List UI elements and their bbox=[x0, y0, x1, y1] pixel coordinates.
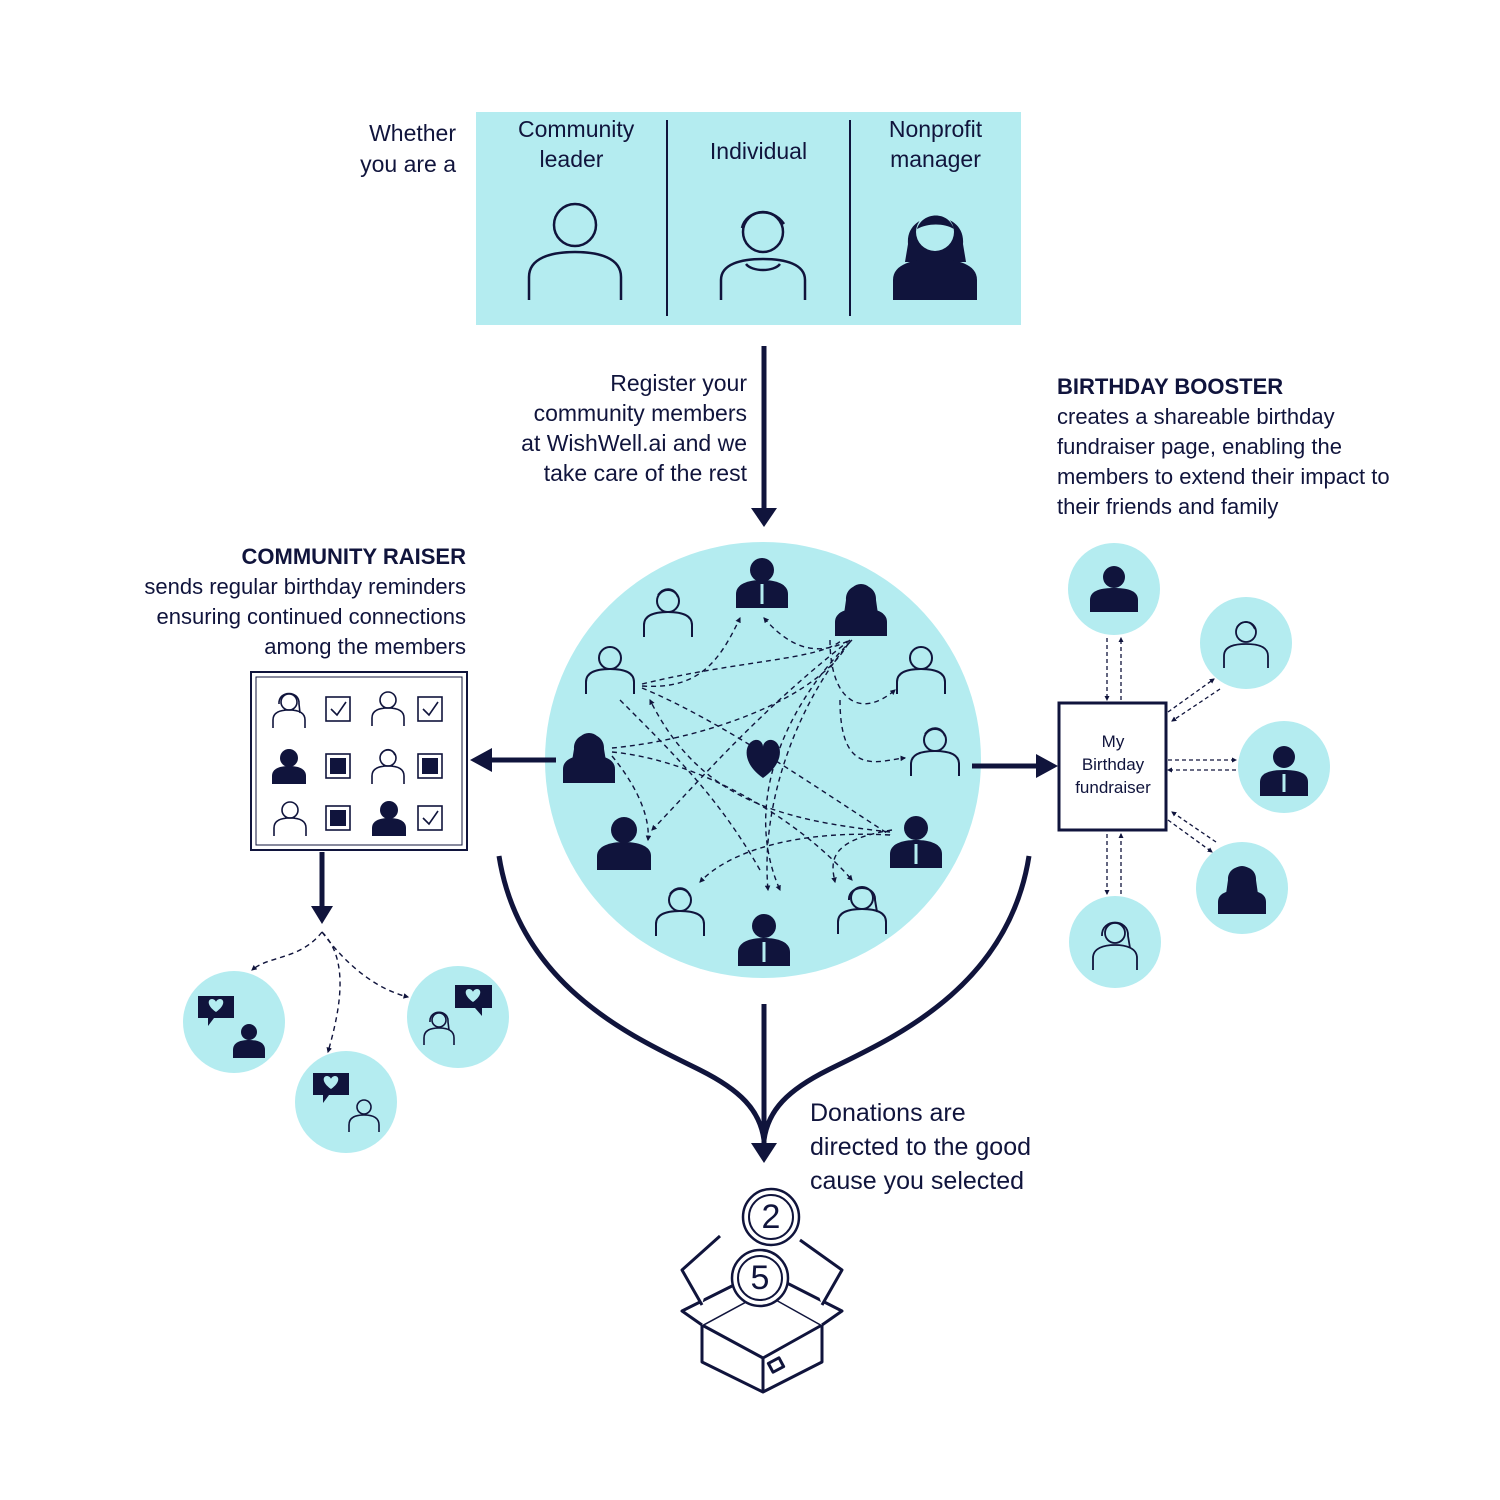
checklist-icons bbox=[272, 691, 443, 836]
birthday-booster-arrow-head bbox=[1036, 754, 1058, 778]
intro-text: Whether you are a bbox=[300, 118, 456, 180]
donation-arrow-head bbox=[751, 1143, 777, 1163]
birthday-booster-text: BIRTHDAY BOOSTER creates a shareable bir… bbox=[1057, 372, 1477, 522]
fundraiser-page-label: My Birthday fundraiser bbox=[1059, 730, 1167, 799]
register-line: Register your bbox=[610, 370, 747, 396]
member-icons-outline bbox=[585, 588, 960, 936]
community-raiser-line: sends regular birthday reminders bbox=[144, 574, 466, 599]
community-raiser-line: ensuring continued connections bbox=[156, 604, 466, 629]
funnel-left-curve bbox=[496, 855, 767, 1141]
birthday-booster-line: their friends and family bbox=[1057, 494, 1279, 519]
donations-text: Donations are directed to the good cause… bbox=[810, 1096, 1110, 1198]
birthday-booster-line: fundraiser page, enabling the bbox=[1057, 434, 1342, 459]
birthday-booster-line: members to extend their impact to bbox=[1057, 464, 1390, 489]
register-arrow-head bbox=[751, 508, 777, 527]
coin-2-inner bbox=[748, 1194, 794, 1240]
role-panel: Community leader Individual Nonprofit ma… bbox=[476, 112, 1021, 325]
community-raiser-arrow-head bbox=[470, 748, 492, 772]
booster-circle-2 bbox=[1200, 597, 1292, 689]
role-icons bbox=[527, 202, 977, 300]
person-hair-outline-icon bbox=[719, 210, 807, 300]
coin-5-inner bbox=[737, 1255, 783, 1301]
fundraiser-label-line: Birthday bbox=[1081, 755, 1145, 774]
coin-2-outer bbox=[741, 1187, 801, 1247]
community-raiser-title: COMMUNITY RAISER bbox=[241, 544, 467, 569]
role-divider bbox=[849, 120, 851, 316]
fundraiser-label-line: fundraiser bbox=[1075, 778, 1151, 797]
community-raiser-text: COMMUNITY RAISER sends regular birthday … bbox=[60, 542, 466, 662]
checklist-down-arrow-head bbox=[311, 906, 333, 924]
role-divider bbox=[666, 120, 668, 316]
checklist-box-inner bbox=[255, 676, 463, 846]
donations-line: directed to the good bbox=[810, 1133, 1031, 1161]
member-icons-filled bbox=[563, 558, 942, 966]
donations-line: Donations are bbox=[810, 1099, 966, 1127]
reminder-icons bbox=[198, 985, 492, 1132]
role-label-community-leader: Community leader bbox=[518, 116, 635, 172]
role-label-individual: Individual bbox=[709, 138, 808, 164]
funnel-right-curve bbox=[761, 855, 1032, 1141]
intro-line-1: Whether bbox=[369, 120, 456, 146]
donations-line: cause you selected bbox=[810, 1167, 1025, 1195]
coin-5-outer bbox=[730, 1248, 790, 1308]
person-outline-icon bbox=[527, 202, 623, 300]
reminder-circle-3 bbox=[407, 966, 509, 1068]
reminder-circle-2 bbox=[295, 1051, 397, 1153]
register-line: at WishWell.ai and we bbox=[521, 430, 747, 456]
fundraiser-label-line: My bbox=[1101, 732, 1125, 751]
coin-value: 5 bbox=[750, 1259, 770, 1297]
reminder-dashed-links bbox=[251, 931, 410, 1054]
booster-dashed-links bbox=[1104, 636, 1238, 896]
coin-value: 2 bbox=[761, 1198, 781, 1236]
booster-icons bbox=[1090, 566, 1308, 970]
intro-line-2: you are a bbox=[360, 151, 456, 177]
fundraiser-box bbox=[1057, 701, 1168, 832]
birthday-booster-line: creates a shareable birthday bbox=[1057, 404, 1335, 429]
register-line: community members bbox=[533, 400, 747, 426]
register-line: take care of the rest bbox=[543, 460, 747, 486]
community-raiser-line: among the members bbox=[264, 634, 466, 659]
birthday-booster-title: BIRTHDAY BOOSTER bbox=[1057, 374, 1284, 399]
register-text: Register your community members at WishW… bbox=[470, 368, 747, 488]
booster-circle-5 bbox=[1069, 896, 1161, 988]
heart-icon bbox=[746, 739, 780, 778]
role-label-nonprofit-manager: Nonprofit manager bbox=[888, 116, 983, 172]
woman-filled-icon bbox=[893, 213, 977, 300]
